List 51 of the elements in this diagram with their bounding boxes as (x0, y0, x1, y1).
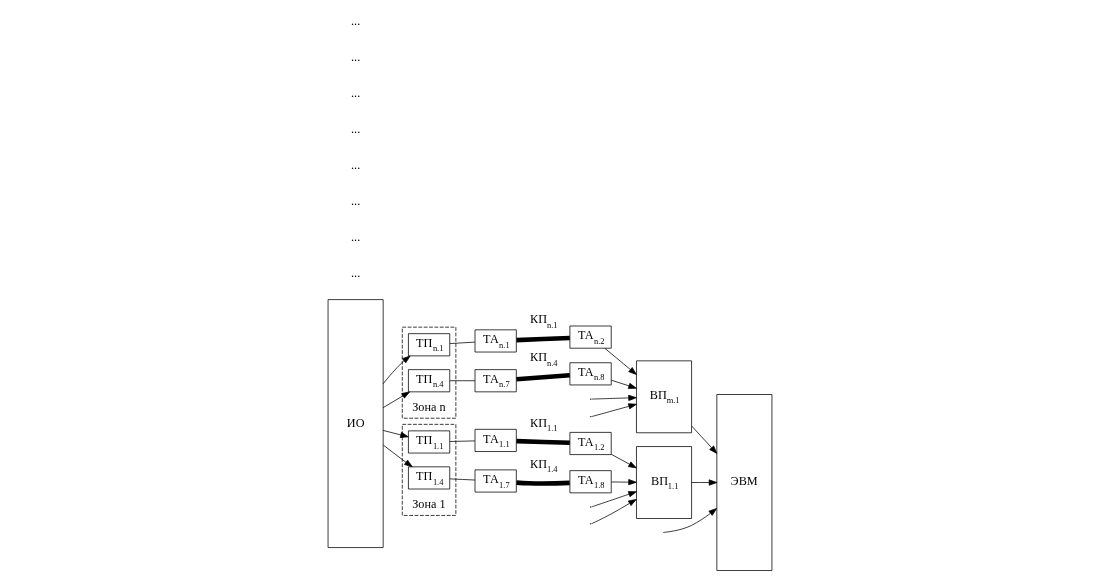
arrow (610, 479, 637, 486)
label: ... (350, 230, 360, 245)
arrow (603, 347, 637, 375)
node-box: ТП$_{1.1}$ (407, 430, 450, 454)
connector (515, 335, 570, 343)
connector (515, 480, 570, 486)
arrow (590, 499, 637, 525)
label: ... (350, 158, 360, 173)
connector (515, 438, 570, 446)
arrow (382, 430, 409, 438)
edge-label: КП$_{n.4}$ (529, 350, 557, 368)
node-box: ТА$_{1.8}$ (569, 470, 612, 494)
label: ... (350, 14, 360, 29)
node-box: ТА$_{1.2}$ (569, 432, 612, 455)
node-box: ТП$_{1.4}$ (407, 466, 450, 490)
connector (515, 373, 570, 382)
label: ... (350, 194, 360, 209)
arrow (663, 508, 717, 533)
edge-label: КП$_{1.1}$ (529, 415, 557, 433)
node-box: ТА$_{1.1}$ (474, 428, 517, 452)
connector (449, 440, 475, 442)
node-box: ТП$_{n.1}$ (407, 333, 450, 357)
node-box: ТП$_{n.4}$ (407, 369, 450, 393)
node-box: ВП$_{m.1}$ (635, 360, 692, 434)
arrow (382, 444, 413, 468)
arrow (690, 425, 717, 454)
edge-label: КП$_{1.4}$ (529, 456, 557, 475)
arrow (382, 391, 410, 408)
arrow (590, 403, 637, 418)
node-box: ВП$_{1.1}$ (635, 446, 692, 519)
connector (449, 380, 475, 382)
arrow (610, 379, 637, 389)
label: ... (350, 122, 360, 137)
arrow (382, 355, 410, 385)
node-box: ИО (327, 299, 384, 548)
connector (449, 478, 475, 481)
node-box: ЭВМ (715, 394, 772, 571)
connector (449, 341, 475, 344)
node-box: ТА$_{n.2}$ (569, 325, 612, 349)
arrow (590, 394, 637, 401)
label: ... (350, 266, 360, 281)
arrow (590, 491, 637, 508)
node-box: ТА$_{n.1}$ (474, 329, 517, 353)
arrow (690, 479, 717, 486)
arrow (610, 453, 637, 469)
node-box: ТА$_{n.7}$ (474, 369, 517, 393)
label: ... (350, 50, 360, 65)
edge-label: КП$_{n.1}$ (529, 312, 557, 330)
label: ... (350, 86, 360, 101)
node-box: ТА$_{n.8}$ (569, 362, 612, 386)
node-box: ТА$_{1.7}$ (474, 469, 517, 493)
